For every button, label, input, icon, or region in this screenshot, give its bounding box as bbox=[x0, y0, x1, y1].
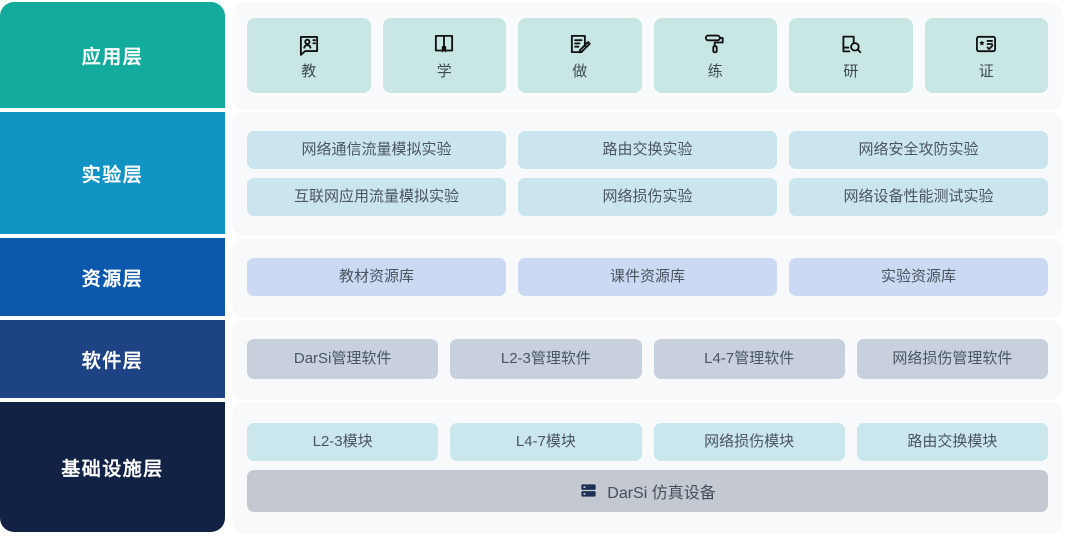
open-book-icon bbox=[430, 30, 458, 58]
document-search-icon bbox=[837, 30, 865, 58]
app-item-practice[interactable]: 练 bbox=[653, 17, 777, 93]
software-item-row: DarSi管理软件 L2-3管理软件 L4-7管理软件 网络损伤管理软件 bbox=[247, 339, 1048, 379]
layer-label-experiment: 实验层 bbox=[0, 112, 225, 234]
resource-item-row: 教材资源库 课件资源库 实验资源库 bbox=[247, 258, 1048, 296]
layer-label-infrastructure: 基础设施层 bbox=[0, 402, 225, 532]
experiment-item[interactable]: 路由交换实验 bbox=[518, 130, 777, 169]
server-rack-icon bbox=[579, 481, 598, 500]
experiment-item[interactable]: 网络设备性能测试实验 bbox=[789, 177, 1048, 216]
certificate-check-icon bbox=[972, 30, 1000, 58]
experiment-item-row-2: 互联网应用流量模拟实验 网络损伤实验 网络设备性能测试实验 bbox=[247, 177, 1048, 216]
layer-label-resource: 资源层 bbox=[0, 238, 225, 316]
resource-item[interactable]: 课件资源库 bbox=[518, 258, 777, 296]
app-item-label: 教 bbox=[301, 62, 317, 80]
software-item[interactable]: L4-7管理软件 bbox=[653, 339, 845, 379]
infrastructure-item[interactable]: 网络损伤模块 bbox=[653, 422, 845, 461]
app-item-label: 学 bbox=[436, 62, 452, 80]
app-item-research[interactable]: 研 bbox=[789, 17, 913, 93]
app-item-certify[interactable]: 证 bbox=[924, 17, 1048, 93]
app-item-teach[interactable]: 教 bbox=[247, 17, 371, 93]
app-item-label: 练 bbox=[707, 62, 723, 80]
software-item[interactable]: L2-3管理软件 bbox=[450, 339, 642, 379]
application-item-row: 教 学 bbox=[247, 17, 1048, 93]
layer-label-software: 软件层 bbox=[0, 320, 225, 398]
infrastructure-item[interactable]: 路由交换模块 bbox=[856, 422, 1048, 461]
app-item-learn[interactable]: 学 bbox=[382, 17, 506, 93]
experiment-item-row-1: 网络通信流量模拟实验 路由交换实验 网络安全攻防实验 bbox=[247, 130, 1048, 169]
software-item[interactable]: 网络损伤管理软件 bbox=[856, 339, 1048, 379]
layer-content-infrastructure: L2-3模块 L4-7模块 网络损伤模块 路由交换模块 DarSi 仿真设备 bbox=[233, 402, 1062, 532]
layer-label-application: 应用层 bbox=[0, 2, 225, 108]
layer-resource: 资源层 教材资源库 课件资源库 实验资源库 bbox=[0, 236, 1080, 318]
software-item[interactable]: DarSi管理软件 bbox=[247, 339, 439, 379]
app-item-label: 研 bbox=[843, 62, 859, 80]
app-item-do[interactable]: 做 bbox=[518, 17, 642, 93]
app-item-label: 证 bbox=[978, 62, 994, 80]
experiment-item[interactable]: 网络通信流量模拟实验 bbox=[247, 130, 506, 169]
layer-experiment: 实验层 网络通信流量模拟实验 路由交换实验 网络安全攻防实验 互联网应用流量模拟… bbox=[0, 110, 1080, 236]
device-bar-label: DarSi 仿真设备 bbox=[607, 484, 716, 502]
infrastructure-item[interactable]: L4-7模块 bbox=[450, 422, 642, 461]
layer-content-application: 教 学 bbox=[233, 2, 1062, 108]
layer-content-software: DarSi管理软件 L2-3管理软件 L4-7管理软件 网络损伤管理软件 bbox=[233, 320, 1062, 398]
experiment-item[interactable]: 网络损伤实验 bbox=[518, 177, 777, 216]
layer-infrastructure: 基础设施层 L2-3模块 L4-7模块 网络损伤模块 路由交换模块 DarSi … bbox=[0, 400, 1080, 534]
layer-software: 软件层 DarSi管理软件 L2-3管理软件 L4-7管理软件 网络损伤管理软件 bbox=[0, 318, 1080, 400]
layer-content-experiment: 网络通信流量模拟实验 路由交换实验 网络安全攻防实验 互联网应用流量模拟实验 网… bbox=[233, 112, 1062, 234]
experiment-item[interactable]: 互联网应用流量模拟实验 bbox=[247, 177, 506, 216]
paint-roller-icon bbox=[701, 30, 729, 58]
teaching-board-icon bbox=[295, 30, 323, 58]
layer-content-resource: 教材资源库 课件资源库 实验资源库 bbox=[233, 238, 1062, 316]
infrastructure-item[interactable]: L2-3模块 bbox=[247, 422, 439, 461]
resource-item[interactable]: 实验资源库 bbox=[789, 258, 1048, 296]
darsi-simulation-device-bar[interactable]: DarSi 仿真设备 bbox=[247, 469, 1048, 512]
app-item-label: 做 bbox=[572, 62, 588, 80]
experiment-item[interactable]: 网络安全攻防实验 bbox=[789, 130, 1048, 169]
document-pen-icon bbox=[566, 30, 594, 58]
resource-item[interactable]: 教材资源库 bbox=[247, 258, 506, 296]
layer-application: 应用层 教 bbox=[0, 0, 1080, 110]
infrastructure-item-row: L2-3模块 L4-7模块 网络损伤模块 路由交换模块 bbox=[247, 422, 1048, 461]
